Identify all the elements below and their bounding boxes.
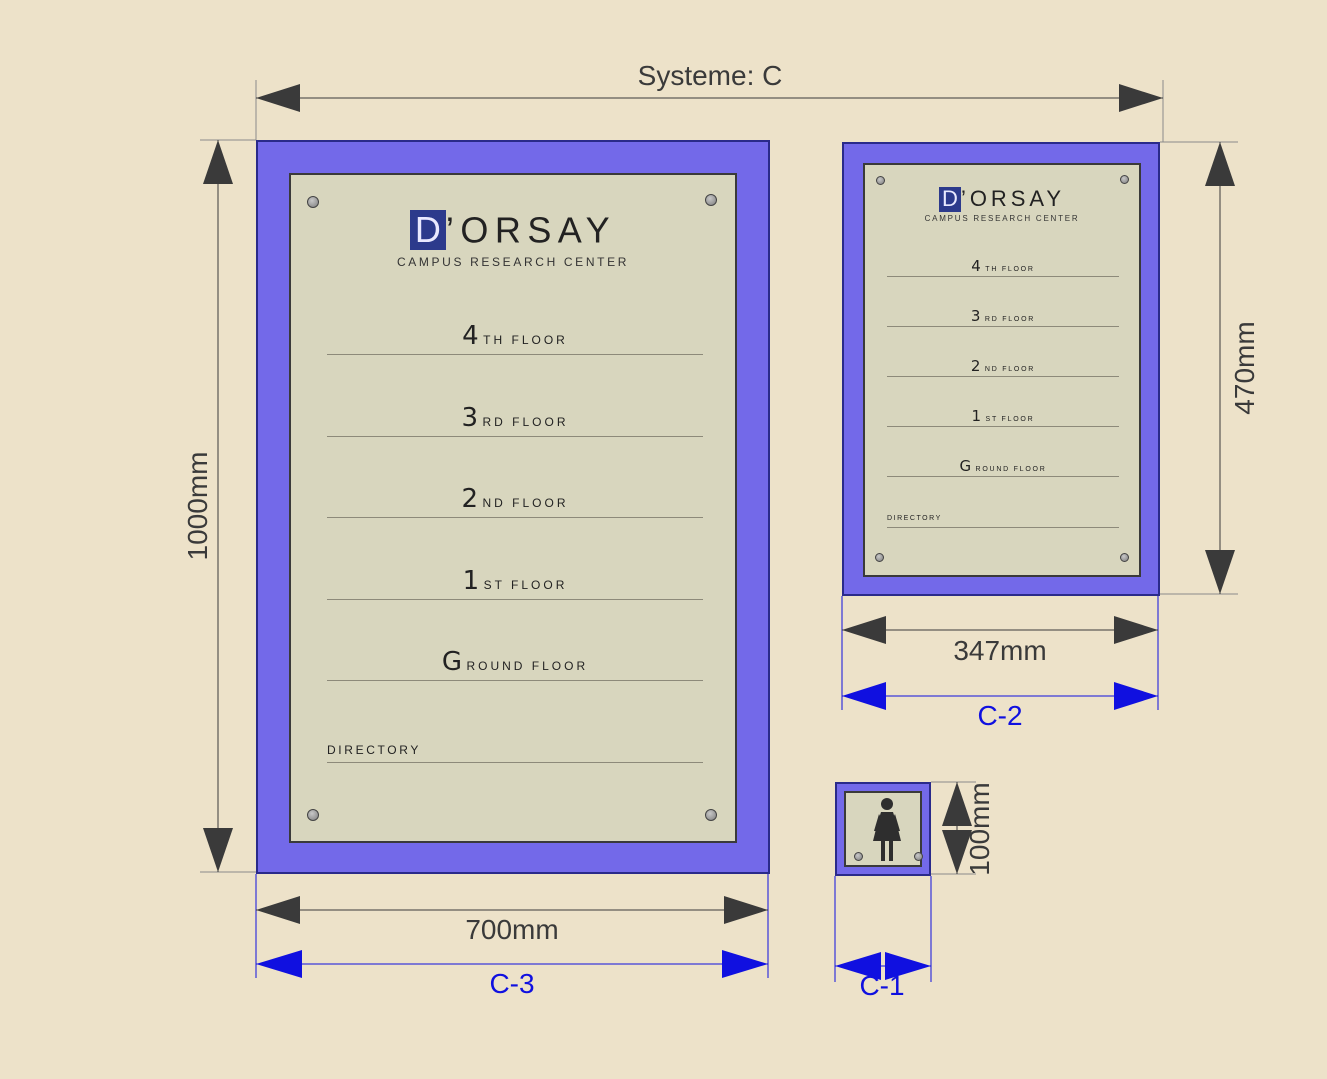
c2-code-dimension [842, 682, 1158, 710]
system-title: Systeme: C [637, 60, 783, 91]
c3-code-dimension [256, 950, 768, 978]
screw-icon [914, 852, 923, 861]
c3-code-label: C-3 [489, 968, 535, 999]
screw-icon [1120, 175, 1129, 184]
c3-sign-frame: D’ORSAY CAMPUS RESEARCH CENTER 4 TH FLOO… [256, 140, 770, 874]
c2-floor-row: 1 ST FLOOR [887, 407, 1119, 427]
c1-sign-plate [844, 791, 923, 867]
c3-floor-row: 4 TH FLOOR [327, 321, 703, 355]
logo-wordmark: ’ORSAY [445, 209, 617, 251]
screw-icon [1120, 553, 1129, 562]
extension-lines [200, 80, 1238, 875]
c3-logo-subtitle: CAMPUS RESEARCH CENTER [396, 255, 630, 269]
c2-code-label: C-2 [977, 700, 1023, 731]
c2-floor-row: 3 RD FLOOR [887, 307, 1119, 327]
code-extension-lines [255, 596, 1159, 982]
c2-floor-row: 4 TH FLOOR [887, 257, 1119, 277]
c3-height-label: 1000mm [182, 451, 213, 561]
c2-logo: D’ORSAY [865, 185, 1139, 212]
screw-icon [876, 176, 885, 185]
c2-height-label: 470mm [1229, 321, 1260, 415]
c3-width-label: 700mm [465, 914, 559, 945]
c2-floor-row: G ROUND FLOOR [887, 457, 1119, 477]
screw-icon [705, 809, 717, 821]
c3-floor-row: 3 RD FLOOR [327, 403, 703, 437]
c3-width-dimension [256, 896, 768, 924]
c1-height-label: 100mm [964, 782, 995, 876]
c3-sign-plate: D’ORSAY CAMPUS RESEARCH CENTER 4 TH FLOO… [289, 173, 737, 843]
c2-floor-row: 2 ND FLOOR [887, 357, 1119, 377]
c1-code-dimension [835, 952, 931, 980]
c2-logo-subtitle: CAMPUS RESEARCH CENTER [924, 214, 1080, 223]
logo-wordmark: ’ORSAY [960, 186, 1066, 212]
c2-width-dimension [842, 616, 1158, 644]
screw-icon [307, 809, 319, 821]
logo-mark: D [409, 209, 446, 251]
c1-height-dimension [942, 782, 972, 874]
woman-restroom-icon [873, 798, 901, 861]
c3-floor-row: 2 ND FLOOR [327, 484, 703, 518]
c2-sign-frame: D’ORSAY CAMPUS RESEARCH CENTER 4 TH FLOO… [842, 142, 1160, 596]
c2-height-dimension [1205, 142, 1235, 594]
c3-logo: D’ORSAY [291, 207, 735, 251]
c3-floor-row: G ROUND FLOOR [327, 647, 703, 681]
screw-icon [854, 852, 863, 861]
c3-height-dimension [203, 140, 233, 872]
screw-icon [875, 553, 884, 562]
c2-directory-row: DIRECTORY [887, 515, 1119, 528]
c2-sign-plate: D’ORSAY CAMPUS RESEARCH CENTER 4 TH FLOO… [863, 163, 1141, 577]
c3-floor-row: 1 ST FLOOR [327, 566, 703, 600]
c2-width-label: 347mm [953, 635, 1047, 666]
c3-directory-row: DIRECTORY [327, 743, 703, 763]
system-width-dimension [256, 84, 1163, 112]
c1-sign-frame [835, 782, 931, 876]
c1-code-label: C-1 [859, 970, 905, 1001]
screw-icon [307, 196, 319, 208]
logo-mark: D [938, 186, 961, 212]
screw-icon [705, 194, 717, 206]
